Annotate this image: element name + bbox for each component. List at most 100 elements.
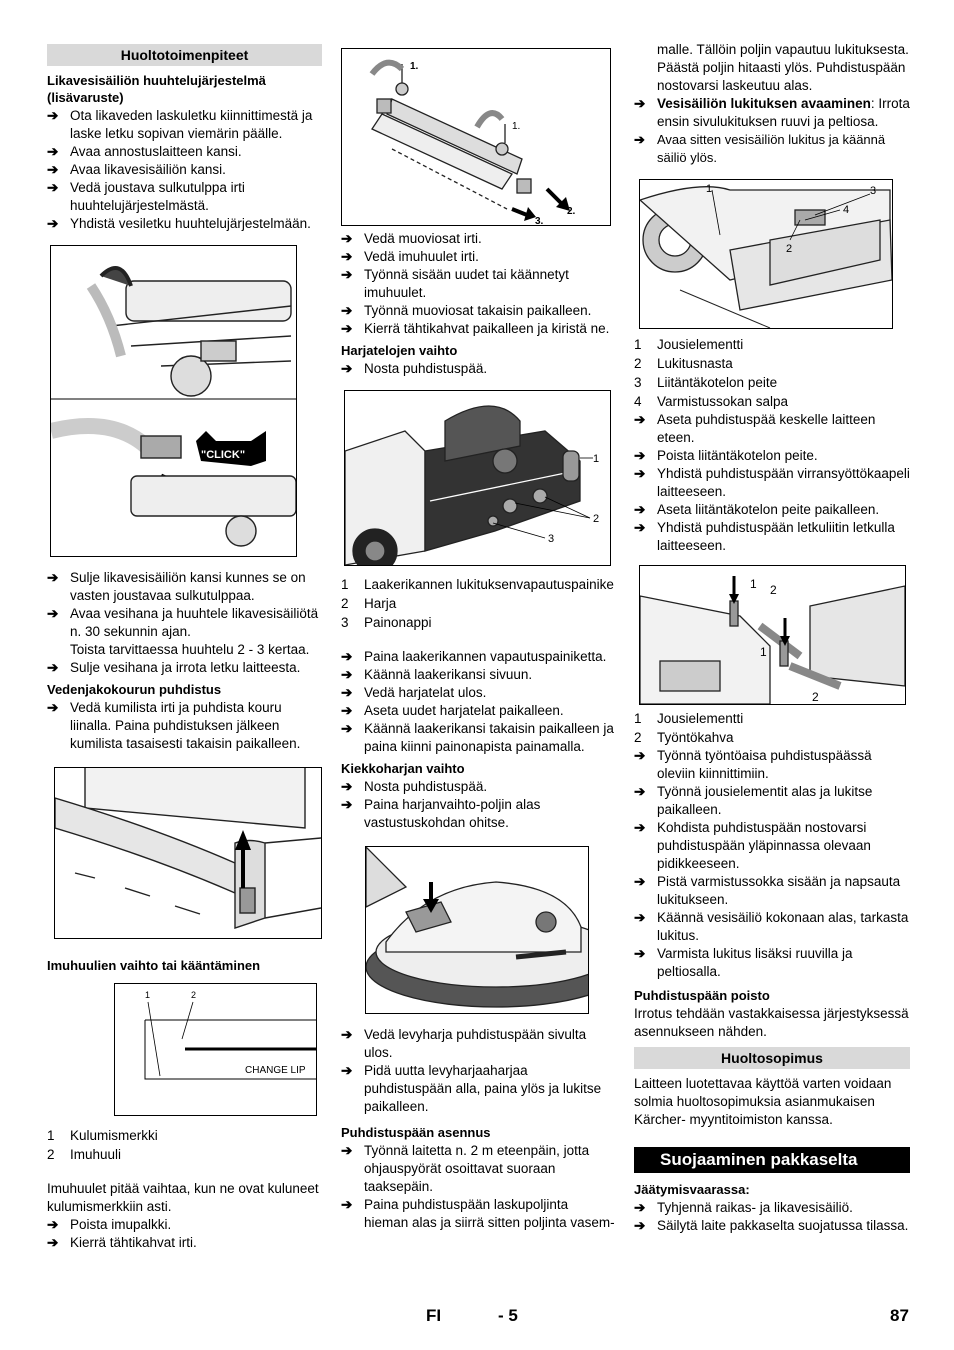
arrow-icon: ➔ [47,216,59,231]
arrow-icon: ➔ [341,721,353,736]
arrow-icon: ➔ [341,1197,353,1212]
legend-text: Työntökahva [657,730,734,745]
step-text: Avaa annostuslaitteen kansi. [70,144,242,159]
step-text: Vedä joustava sulkutulppa irti huuhteluj… [70,180,245,213]
arrow-icon: ➔ [634,820,646,835]
label-2: 2 [191,990,196,1000]
legend-number: 3 [341,615,349,630]
step: ➔Kierrä tähtikahvat irti. [47,1234,322,1252]
step-text: Vedä levyharja puhdistuspään sivulta ulo… [364,1027,587,1060]
arrow-icon: ➔ [341,231,353,246]
legend-text: Varmistussokan salpa [657,394,789,409]
legend-number: 1 [47,1128,55,1143]
step-text: Vedä kumilista irti ja puhdista kouru li… [70,700,301,751]
step-text: Työnnä jousielementit alas ja lukitse pa… [657,784,873,817]
arrow-icon: ➔ [341,685,353,700]
arrow-icon: ➔ [341,649,353,664]
heading-mount: Puhdistuspään asennus [341,1125,491,1140]
change-lip-label: CHANGE LIP [245,1065,306,1076]
arrow-icon: ➔ [634,412,646,427]
step: ➔Ota likaveden laskuletku kiinnittimestä… [47,107,322,143]
paragraph-remove: Irrotus tehdään vastakkaisessa järjestyk… [634,1006,909,1039]
legend-number: 2 [47,1147,55,1162]
figure-roller-brush: 1 2 3 [344,390,611,566]
step-text: Vedä imuhuulet irti. [364,249,479,264]
step: ➔ Vedä muoviosat irti. [341,230,616,248]
step: ➔Sulje likavesisäiliön kansi kunnes se o… [47,569,322,605]
step-text: Vedä muoviosat irti. [364,231,482,246]
arrow-icon: ➔ [634,910,646,925]
label-2b: 2 [812,690,819,704]
figure-push-handle: 1 2 1 2 [639,565,906,705]
arrow-icon: ➔ [341,361,353,376]
step: ➔Vedä joustava sulkutulppa irti huuhtelu… [47,179,322,215]
steps-after-flush: ➔Sulje likavesisäiliön kansi kunnes se o… [47,569,322,677]
arrow-icon: ➔ [634,1200,646,1215]
arrow-icon: ➔ [47,606,59,621]
section-header-maintenance: Huoltotoimenpiteet [47,44,322,66]
arrow-icon: ➔ [341,1143,353,1158]
step-text: Pidä uutta levyharjaaharjaa puhdistuspää… [364,1063,602,1114]
figure-flush-hose: "CLICK" [50,245,297,557]
step: ➔ Vedä harjatelat ulos. [341,684,616,702]
steps-roller: ➔Paina laakerikannen vapautuspainiketta.… [341,648,616,756]
arrow-icon: ➔ [634,466,646,481]
step-text: Avaa likavesisäiliön kansi. [70,162,226,177]
step: ➔ Työnnä jousielementit alas ja lukitse p… [634,783,910,819]
step: ➔Avaa vesihana ja huuhtele likavesisäili… [47,605,322,641]
step-text: Kierrä tähtikahvat paikalleen ja kiristä… [364,321,610,336]
arrow-icon: ➔ [47,144,59,159]
step-text: Kohdista puhdistuspään nostovarsi puhdis… [657,820,871,871]
label-1a: 1 [750,577,757,591]
steps-mid: ➔Aseta puhdistuspää keskelle laitteen et… [634,411,910,555]
step: ➔ Käännä vesisäiliö kokonaan alas, tarkas… [634,909,910,945]
step-text: Työnnä laitetta n. 2 m eteenpäin, jotta … [364,1143,590,1194]
legend-text: Laakerikannen lukituksenvapautuspainike [364,577,614,592]
legend-text: Lukitusnasta [657,356,733,371]
legend-number: 1 [634,337,642,352]
step: ➔ Työnnä laitetta n. 2 m eteenpäin, jotta… [341,1142,616,1196]
step: ➔ Nosta puhdistuspää. [341,360,616,378]
arrow-icon: ➔ [341,703,353,718]
step: ➔Varmista lukitus lisäksi ruuvilla ja pe… [634,945,910,981]
step: ➔Aseta puhdistuspää keskelle laitteen et… [634,411,910,447]
arrow-icon: ➔ [634,502,646,517]
arrow-icon: ➔ [47,1235,59,1250]
label-2: 2. [567,206,576,217]
step: ➔ Avaa annostuslaitteen kansi. [47,143,322,161]
figure-squeegee-parts: 1. 1. 2. 3. [341,48,611,226]
step-text: Työnnä sisään uudet tai käännetyt imuhuu… [364,267,569,300]
heading-gutter: Vedenjakokourun puhdistus [47,682,222,697]
step-text: Käännä vesisäiliö kokonaan alas, tarkast… [657,910,909,943]
step: ➔Kierrä tähtikahvat paikalleen ja kirist… [341,320,616,338]
figure-gutter [54,767,322,939]
heading-roller: Harjatelojen vaihto [341,343,458,358]
arrow-icon: ➔ [634,946,646,961]
step: ➔Nosta puhdistuspää. [341,778,616,796]
legend-number: 2 [634,356,642,371]
step-text: Avaa sitten vesisäiliön lukitus ja käänn… [657,132,886,165]
legend-text: Jousielementti [657,711,744,726]
heading-disc: Kiekkoharjan vaihto [341,761,465,776]
label-1a: 1. [410,61,419,72]
arrow-icon: ➔ [634,784,646,799]
arrow-icon: ➔ [634,874,646,889]
step: ➔Käännä laakerikansi takaisin paikalleen… [341,720,616,756]
step: ➔ Vedä levyharja puhdistuspään sivulta ul… [341,1026,616,1062]
step-text: Yhdistä vesiletku huuhtelujärjestelmään. [70,216,311,231]
step: ➔Paina laakerikannen vapautuspainiketta. [341,648,616,666]
arrow-icon: ➔ [341,1027,353,1042]
step-text: Vedä harjatelat ulos. [364,685,487,700]
step-text: Ota likaveden laskuletku kiinnittimestä … [70,108,313,141]
step-text: Nosta puhdistuspää. [364,361,488,376]
step-text: Sulje vesihana ja irrota letku laitteest… [70,660,301,675]
label-4: 4 [843,204,849,216]
